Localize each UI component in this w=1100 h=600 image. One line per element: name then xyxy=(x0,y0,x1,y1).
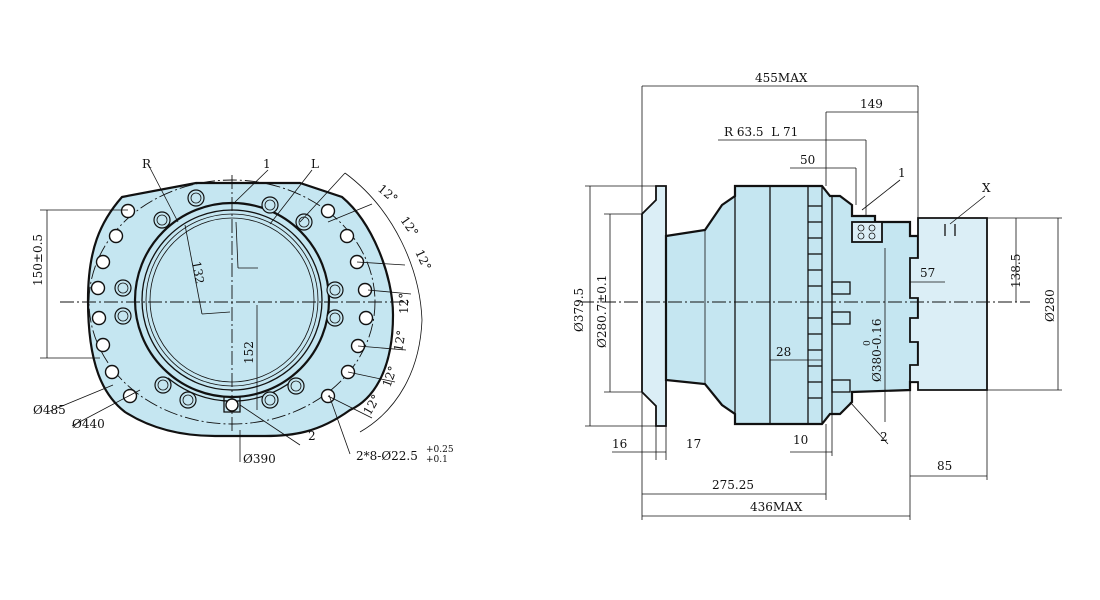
dim-150: 150±0.5 xyxy=(31,234,45,286)
dim-436max: 436MAX xyxy=(750,500,803,514)
dim-85: 85 xyxy=(937,459,952,473)
dim-16: 16 xyxy=(612,437,627,451)
bolt-bosses xyxy=(114,189,344,409)
label-2-front: 2 xyxy=(308,429,316,443)
front-view xyxy=(40,167,423,462)
holes-tol-lower: +0.1 xyxy=(426,455,448,465)
dim-17: 17 xyxy=(686,437,701,451)
angle-6: 12° xyxy=(380,364,400,389)
dim-10: 10 xyxy=(793,433,808,447)
label-l: L xyxy=(311,157,319,171)
dim-28: 28 xyxy=(776,345,791,359)
angle-2: 12° xyxy=(398,214,422,239)
dim-132: 132 xyxy=(189,260,207,285)
dim-455max: 455MAX xyxy=(755,71,808,85)
dim-280: Ø280 xyxy=(1043,289,1057,322)
dim-149: 149 xyxy=(860,97,883,111)
side-view xyxy=(580,85,1062,520)
label-x: X xyxy=(982,181,991,195)
holes-tol-upper: +0.25 xyxy=(426,445,454,455)
motor-block xyxy=(909,217,988,391)
dim-390: Ø390 xyxy=(243,452,276,466)
holes-spec: 2*8-Ø22.5 xyxy=(356,449,418,463)
dim-138-5: 138.5 xyxy=(1009,254,1023,288)
dim-280-7: Ø280.7±0.1 xyxy=(595,275,609,348)
bolt-holes xyxy=(90,203,374,412)
dim-275-25: 275.25 xyxy=(712,478,754,492)
label-r: R xyxy=(142,157,152,171)
dim-440: Ø440 xyxy=(72,417,105,431)
dim-380: Ø380-0.16 xyxy=(870,318,884,382)
dim-50: 50 xyxy=(800,153,815,167)
dim-379-5: Ø379.5 xyxy=(572,288,586,332)
ribs xyxy=(808,205,822,399)
angle-1: 12° xyxy=(375,182,400,206)
angle-4: 12° xyxy=(397,293,411,314)
angle-3: 12° xyxy=(412,247,434,272)
dim-380-upper: 0 xyxy=(863,340,873,346)
dim-57: 57 xyxy=(920,266,935,280)
label-1-front: 1 xyxy=(263,157,271,171)
angle-5: 12° xyxy=(391,329,408,352)
label-2-side: 2 xyxy=(880,430,888,444)
label-1-side: 1 xyxy=(898,166,906,180)
dim-152: 152 xyxy=(242,341,256,364)
dim-485: Ø485 xyxy=(33,403,66,417)
dim-r-l: R 63.5 L 71 xyxy=(724,125,798,139)
